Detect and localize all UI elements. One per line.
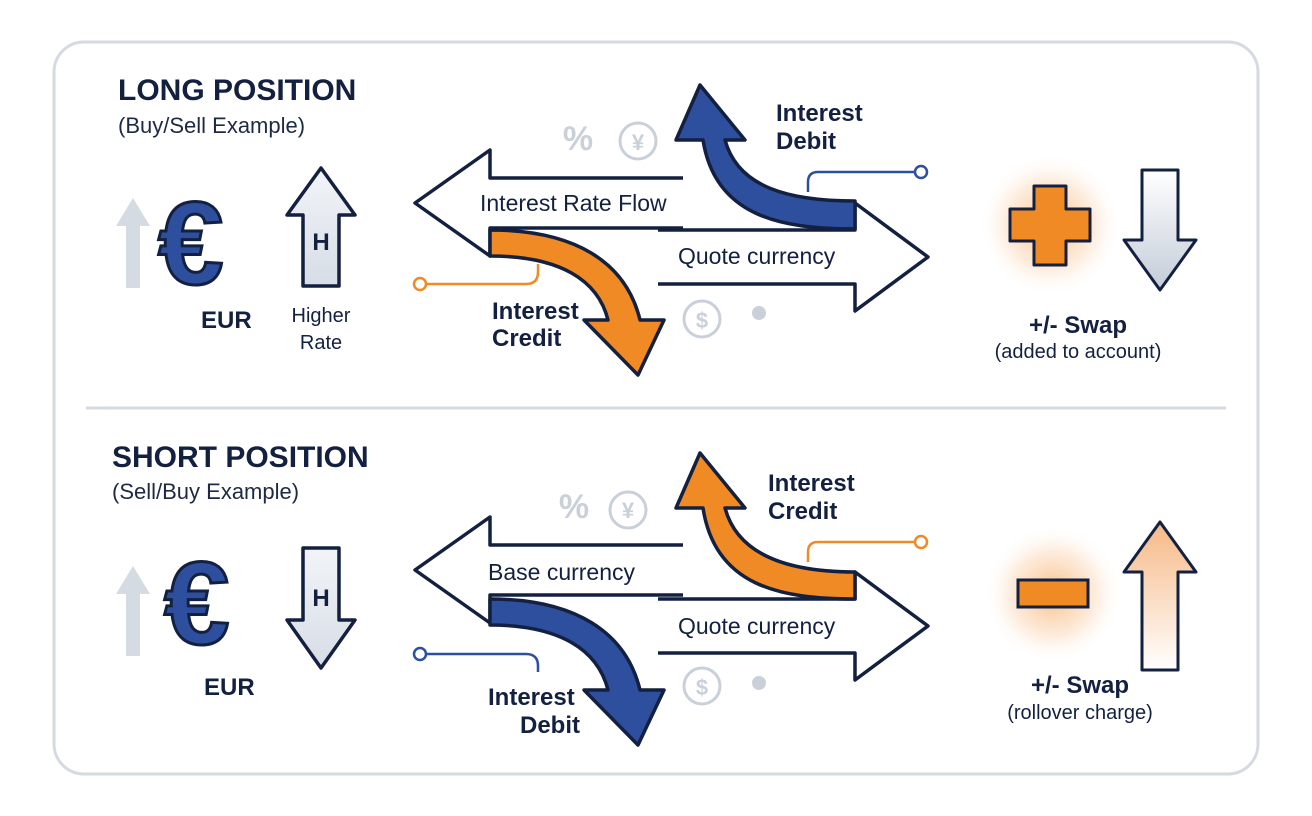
short-credit-callout-line — [806, 540, 914, 562]
long-rate-label-line1: Higher — [292, 305, 351, 327]
long-dollar-symbol: $ — [696, 308, 708, 333]
long-swap-note: (added to account) — [995, 341, 1162, 363]
long-credit-callout-dot-icon — [412, 276, 428, 292]
short-yen-symbol: ¥ — [622, 498, 635, 523]
short-euro-icon: € — [164, 538, 230, 670]
long-rate-arrow-letter: H — [312, 229, 329, 256]
short-up-curve-line1: Interest — [768, 470, 855, 497]
short-down-curve-line2: Debit — [520, 712, 580, 739]
long-rate-label-line2: Rate — [300, 332, 342, 354]
long-down-curve-line2: Credit — [492, 325, 561, 352]
short-dollar-symbol: $ — [696, 675, 708, 700]
short-rate-arrow-letter: H — [312, 585, 329, 612]
short-section: SHORT POSITION (Sell/Buy Example) € EUR … — [112, 441, 1198, 747]
short-subtitle: (Sell/Buy Example) — [112, 479, 299, 504]
long-percent-icon: % — [563, 120, 593, 158]
short-up-arrow-icon — [1122, 520, 1198, 672]
short-percent-icon: % — [559, 488, 589, 526]
long-flow-right-label: Quote currency — [678, 243, 836, 269]
long-dollar-coin-icon — [682, 299, 722, 339]
long-credit-callout-line — [427, 264, 540, 286]
short-swap-label: +/- Swap — [1031, 672, 1129, 699]
short-interest-debit-curve-arrow-icon — [488, 597, 666, 747]
long-higher-rate-arrow-icon — [285, 166, 357, 288]
long-section: LONG POSITION (Buy/Sell Example) € EUR H… — [116, 74, 1198, 377]
long-title: LONG POSITION — [118, 74, 356, 107]
long-faded-up-arrow-icon — [116, 198, 150, 288]
long-swap-label: +/- Swap — [1029, 312, 1127, 339]
short-faded-up-arrow-icon — [116, 566, 150, 656]
long-up-curve-line1: Interest — [776, 100, 863, 127]
long-left-flow-arrow-icon — [413, 148, 683, 258]
short-dollar-coin-icon — [682, 666, 722, 706]
short-flow-right-label: Quote currency — [678, 613, 836, 639]
short-debit-callout-line — [427, 652, 540, 672]
short-debit-callout-dot-icon — [412, 646, 428, 662]
long-down-curve-line1: Interest — [492, 298, 579, 325]
long-debit-callout-line — [806, 170, 914, 192]
short-title: SHORT POSITION — [112, 441, 369, 474]
long-currency-code: EUR — [201, 307, 252, 334]
long-interest-credit-curve-arrow-icon — [488, 228, 666, 377]
long-down-arrow-icon — [1122, 168, 1198, 292]
short-credit-callout-dot-icon — [913, 534, 929, 550]
plus-icon — [1008, 184, 1092, 267]
short-dot-icon — [752, 676, 766, 690]
long-dot-icon — [752, 306, 766, 320]
short-swap-note: (rollover charge) — [1007, 702, 1153, 724]
long-interest-debit-curve-arrow-icon — [674, 83, 857, 231]
minus-icon — [1016, 578, 1090, 609]
short-left-flow-arrow-icon — [413, 515, 683, 625]
short-currency-code: EUR — [204, 674, 255, 701]
long-subtitle: (Buy/Sell Example) — [118, 113, 305, 138]
short-down-curve-line1: Interest — [488, 684, 575, 711]
long-flow-left-label: Interest Rate Flow — [480, 190, 667, 216]
long-debit-callout-dot-icon — [913, 164, 929, 180]
long-yen-symbol: ¥ — [632, 130, 645, 155]
long-up-curve-line2: Debit — [776, 128, 836, 155]
short-yen-coin-icon — [608, 490, 648, 530]
short-up-curve-line2: Credit — [768, 498, 837, 525]
long-yen-coin-icon — [618, 121, 658, 161]
short-interest-credit-curve-arrow-icon — [674, 451, 857, 601]
long-euro-icon: € — [158, 178, 224, 310]
short-rate-down-arrow-icon — [285, 546, 357, 670]
short-flow-left-label: Base currency — [488, 559, 636, 585]
